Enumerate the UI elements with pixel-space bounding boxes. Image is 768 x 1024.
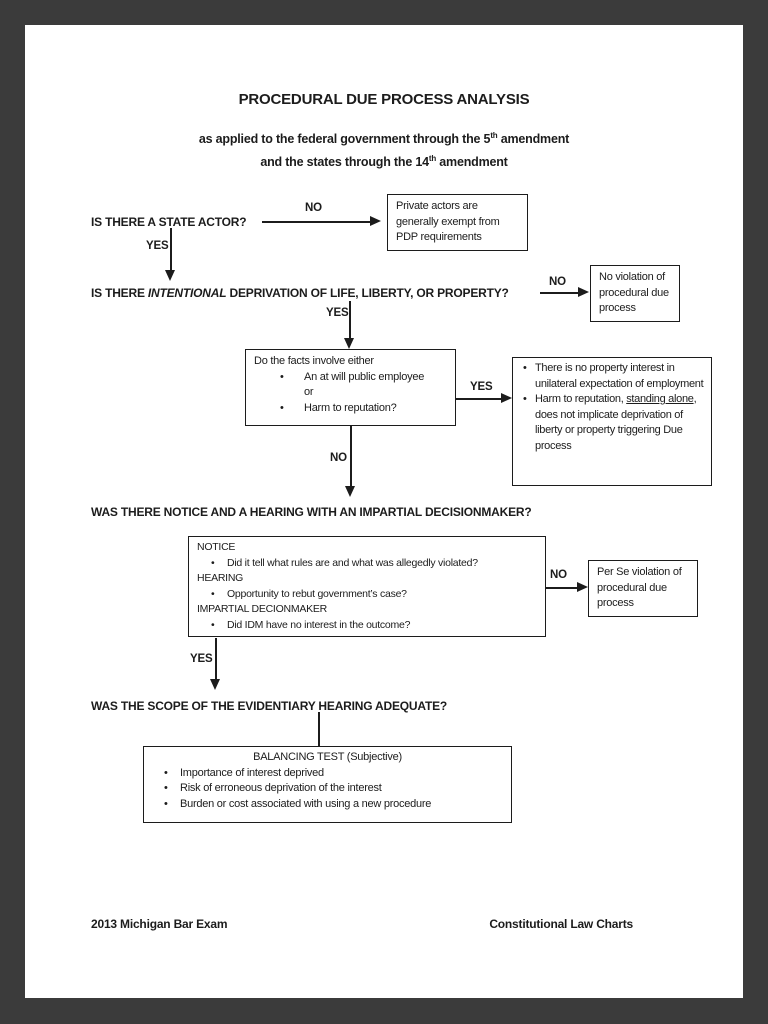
box-notice-hearing-idm: NOTICE Did it tell what rules are and wh… — [188, 536, 546, 637]
footer-right: Constitutional Law Charts — [489, 917, 633, 931]
arrow-facts-yes-head — [501, 393, 512, 403]
box-private-actors: Private actors are generally exempt from… — [387, 194, 528, 251]
box-facts-involve: Do the facts involve either An at will p… — [245, 349, 456, 426]
question-state-actor: IS THERE A STATE ACTOR? — [91, 215, 247, 229]
label-no-2: NO — [549, 276, 566, 288]
box-balancing-test: BALANCING TEST (Subjective) Importance o… — [143, 746, 512, 823]
subtitle-line-2: and the states through the 14th amendmen… — [260, 154, 508, 170]
label-no-4: NO — [550, 569, 567, 581]
arrow-q2-no-head — [578, 287, 589, 297]
facts-bullet-reputation: Harm to reputation? — [254, 401, 447, 417]
box-employment-reputation: There is no property interest in unilate… — [512, 357, 712, 486]
footer-left: 2013 Michigan Bar Exam — [91, 917, 228, 931]
arrow-facts-no-head — [345, 486, 355, 497]
viewer-frame-top — [0, 0, 768, 25]
arrow-q2-yes-line — [349, 301, 351, 339]
arrow-q1-no-head — [370, 216, 381, 226]
arrow-q1-no-line — [262, 221, 370, 223]
facts-bullet-employee: An at will public employee — [254, 370, 447, 386]
label-yes-3: YES — [470, 381, 493, 393]
superscript-th: th — [490, 131, 498, 140]
arrow-facts-no-line — [350, 426, 352, 487]
impartial-bullet: Did IDM have no interest in the outcome? — [197, 618, 537, 634]
arrow-notice-no-head — [577, 582, 588, 592]
notice-bullet: Did it tell what rules are and what was … — [197, 556, 537, 572]
viewer-frame-right — [743, 0, 768, 1024]
page-subtitle: as applied to the federal government thr… — [0, 126, 768, 172]
arrow-notice-yes-head — [210, 679, 220, 690]
connector-q4-balancing — [318, 712, 320, 747]
arrow-q2-yes-head — [344, 338, 354, 349]
employment-bullet-1: There is no property interest in unilate… — [521, 361, 707, 392]
notice-header: NOTICE — [197, 541, 236, 553]
label-yes-2: YES — [326, 307, 349, 319]
viewer-frame-bottom — [0, 998, 768, 1024]
box-no-violation: No violation of procedural due process — [590, 265, 680, 322]
hearing-header: HEARING — [197, 572, 244, 584]
underlined-standing-alone: standing alone — [626, 393, 694, 405]
arrow-q1-yes-head — [165, 270, 175, 281]
balancing-bullet-2: Risk of erroneous deprivation of the int… — [152, 781, 503, 797]
facts-intro: Do the facts involve either — [254, 355, 374, 367]
label-no-3: NO — [330, 452, 347, 464]
impartial-header: IMPARTIAL DECIONMAKER — [197, 603, 327, 615]
label-yes-4: YES — [190, 653, 213, 665]
hearing-bullet: Opportunity to rebut government’s case? — [197, 587, 537, 603]
question-intentional-deprivation: IS THERE INTENTIONAL DEPRIVATION OF LIFE… — [91, 286, 509, 300]
question-scope-adequate: WAS THE SCOPE OF THE EVIDENTIARY HEARING… — [91, 699, 448, 713]
label-yes-1: YES — [146, 240, 169, 252]
arrow-q2-no-line — [540, 292, 578, 294]
viewer-frame-left — [0, 0, 25, 1024]
label-no-1: NO — [305, 202, 322, 214]
page-title: PROCEDURAL DUE PROCESS ANALYSIS — [238, 91, 530, 108]
superscript-th: th — [428, 154, 437, 164]
employment-bullet-2: Harm to reputation, standing alone, does… — [521, 392, 707, 454]
box-per-se-violation: Per Se violation of procedural due proce… — [588, 560, 698, 617]
arrow-facts-yes-line — [456, 398, 502, 400]
arrow-q1-yes-line — [170, 228, 172, 271]
balancing-title: BALANCING TEST (Subjective) — [253, 751, 402, 763]
facts-or: or — [304, 386, 314, 398]
balancing-bullet-1: Importance of interest deprived — [152, 766, 503, 782]
subtitle-line-1: as applied to the federal government thr… — [198, 131, 570, 147]
arrow-notice-yes-line — [215, 638, 217, 680]
arrow-notice-no-line — [546, 587, 577, 589]
balancing-bullet-3: Burden or cost associated with using a n… — [152, 797, 503, 813]
question-notice-hearing: WAS THERE NOTICE AND A HEARING WITH AN I… — [91, 505, 532, 519]
